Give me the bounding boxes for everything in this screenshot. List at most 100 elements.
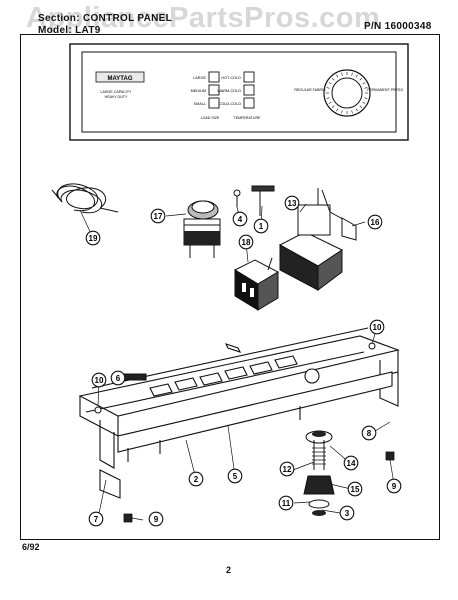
frame-slot — [199, 372, 223, 386]
panel-capacity-line1: LARGE CAPACITY — [101, 90, 132, 94]
dial-tick — [336, 108, 339, 112]
callout-number: 2 — [194, 475, 199, 484]
cable-tie-drawing — [123, 373, 147, 381]
dial-tick — [351, 72, 353, 76]
model-header: Model: LAT9 — [38, 25, 101, 36]
callout-circle — [91, 372, 107, 388]
callout-marker: 16 — [367, 214, 383, 230]
callout-marker: 10 — [91, 372, 107, 388]
callout-number: 9 — [392, 482, 397, 491]
callout-number: 5 — [233, 472, 238, 481]
load-size-button-label: LARGE — [193, 76, 206, 80]
control-panel-frame-drawing — [78, 327, 400, 499]
model-label: Model: — [38, 25, 73, 36]
page-number: 2 — [226, 565, 232, 575]
panel-permanent-press-label: PERMANENT PRESS — [367, 88, 403, 92]
dial-tick — [341, 72, 343, 76]
dial-tick — [326, 87, 330, 89]
callout-marker: 11 — [278, 495, 294, 511]
dial-tick — [328, 101, 332, 104]
temperature-button-label: HOT-COLD — [221, 76, 241, 80]
callout-marker: 3 — [339, 505, 355, 521]
callout-number: 4 — [238, 215, 243, 224]
panel-capacity-line2: HEAVY DUTY — [105, 95, 128, 99]
dial-tick — [328, 82, 332, 85]
callout-marker: 8 — [361, 425, 377, 441]
dial-tick — [362, 101, 366, 104]
callout-circle — [110, 370, 126, 386]
section-value: CONTROL PANEL — [82, 13, 173, 24]
dial-tick — [331, 77, 335, 81]
dial-tick — [336, 74, 339, 78]
callout-number: 13 — [288, 199, 297, 208]
load-size-button — [208, 97, 220, 109]
callout-number: 12 — [283, 465, 292, 474]
callout-marker: 2 — [188, 471, 204, 487]
callout-number: 1 — [259, 222, 264, 231]
wire-harness-drawing — [51, 183, 119, 214]
callout-circle — [279, 461, 295, 477]
callout-marker: 7 — [88, 511, 104, 527]
diagram-frame — [20, 34, 440, 540]
callout-marker: 5 — [227, 468, 243, 484]
callout-circle — [347, 481, 363, 497]
callout-circle — [232, 211, 248, 227]
callout-circle — [148, 511, 164, 527]
callout-marker: 9 — [148, 511, 164, 527]
callout-marker: 6 — [110, 370, 126, 386]
push-button-switch-drawing — [233, 257, 280, 311]
panel-brand-logo: MAYTAG — [107, 76, 132, 82]
callout-circle — [361, 425, 377, 441]
callout-marker: 1 — [253, 218, 269, 234]
load-size-button-label: MEDIUM — [191, 89, 206, 93]
callout-marker: 12 — [279, 461, 295, 477]
part-number-value: 16000348 — [384, 21, 432, 32]
dial-tick — [364, 97, 368, 99]
callout-number: 11 — [282, 499, 291, 508]
frame-slot — [224, 366, 248, 380]
panel-load-size-label: LOAD SIZE — [201, 116, 220, 120]
dial-tick — [364, 87, 368, 89]
temperature-button-label: WARM-COLD — [217, 89, 241, 93]
part-number-header: P/N 16000348 — [364, 21, 432, 32]
callout-circle — [367, 214, 383, 230]
model-value: LAT9 — [75, 25, 101, 36]
small-clip-drawing — [233, 189, 241, 207]
dial-tick — [326, 97, 330, 99]
dial-tick — [359, 105, 363, 109]
panel-regular-fabric-label: REGULAR FABRIC — [294, 88, 326, 92]
callout-number: 14 — [347, 459, 356, 468]
callout-circle — [85, 230, 101, 246]
callout-number: 16 — [371, 218, 380, 227]
footer-date: 6/92 — [22, 542, 40, 552]
callout-circle — [238, 234, 254, 250]
dial-tick — [331, 105, 335, 109]
callout-circle — [278, 495, 294, 511]
leveling-leg-drawing — [303, 430, 335, 516]
dial-tick — [351, 110, 353, 114]
part-number-label: P/N — [364, 21, 382, 32]
callout-circle — [227, 468, 243, 484]
callout-number: 15 — [351, 485, 360, 494]
section-label: Section: — [38, 13, 80, 24]
dial-tick — [359, 77, 363, 81]
dial-tick — [355, 108, 358, 112]
temperature-button — [243, 71, 255, 83]
load-size-button-label: SMALL — [194, 102, 206, 106]
panel-temperature-label: TEMPERATURE — [234, 116, 261, 120]
section-header: Section: CONTROL PANEL — [38, 13, 172, 24]
callout-number: 7 — [94, 515, 99, 524]
dial-tick — [355, 74, 358, 78]
load-size-button — [208, 84, 220, 96]
callout-circle — [369, 319, 385, 335]
callout-marker: 9 — [386, 478, 402, 494]
callout-circle — [284, 195, 300, 211]
frame-slot — [174, 377, 198, 391]
load-size-button — [208, 71, 220, 83]
callout-circle — [343, 455, 359, 471]
callout-circle — [253, 218, 269, 234]
callout-marker: 10 — [369, 319, 385, 335]
callout-circle — [188, 471, 204, 487]
